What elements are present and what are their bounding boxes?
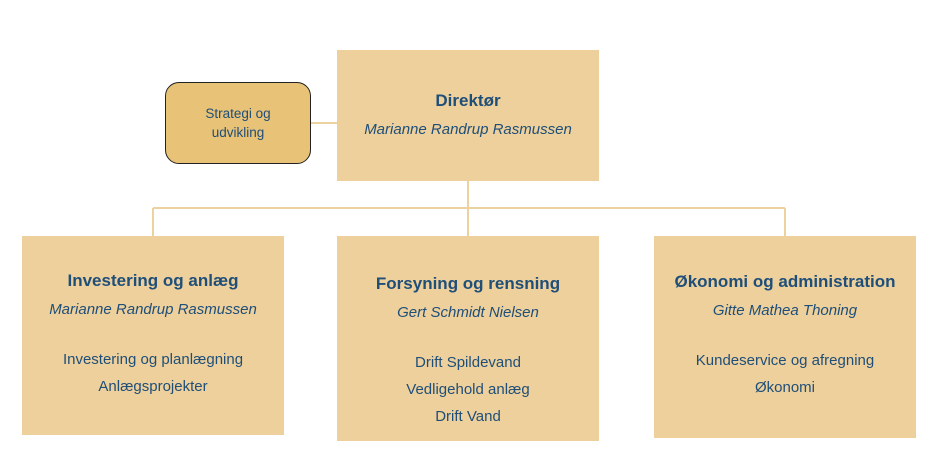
department-unit-list: Drift Spildevand Vedligehold anlæg Drift… xyxy=(406,349,529,430)
department-unit: Vedligehold anlæg xyxy=(406,381,530,398)
department-head: Marianne Randrup Rasmussen xyxy=(49,301,257,318)
department-box-investering: Investering og anlæg Marianne Randrup Ra… xyxy=(22,236,284,435)
department-unit: Økonomi xyxy=(754,379,816,396)
department-unit: Drift Spildevand xyxy=(415,354,521,371)
department-unit: Drift Vand xyxy=(435,408,501,425)
department-head: Gitte Mathea Thoning xyxy=(712,302,858,319)
director-person: Marianne Randrup Rasmussen xyxy=(364,121,572,138)
department-unit-list: Investering og planlægning Anlægsprojekt… xyxy=(63,346,243,400)
department-title: Investering og anlæg xyxy=(67,271,239,290)
department-title: Forsyning og rensning xyxy=(375,274,561,293)
department-head: Gert Schmidt Nielsen xyxy=(397,304,539,321)
department-unit: Kundeservice og afregning xyxy=(695,352,875,369)
department-box-oekonomi: Økonomi og administration Gitte Mathea T… xyxy=(654,236,916,438)
department-title: Økonomi og administration xyxy=(674,272,896,291)
strategy-development-box: Strategi og udvikling xyxy=(165,82,311,164)
department-unit: Anlægsprojekter xyxy=(98,378,208,395)
department-box-forsyning: Forsyning og rensning Gert Schmidt Niels… xyxy=(337,236,599,441)
strategy-development-label: Strategi og udvikling xyxy=(205,106,271,140)
director-box: Direktør Marianne Randrup Rasmussen xyxy=(337,50,599,181)
department-unit-list: Kundeservice og afregning Økonomi xyxy=(696,347,874,401)
director-title: Direktør xyxy=(435,91,501,110)
department-unit: Investering og planlægning xyxy=(62,351,244,368)
